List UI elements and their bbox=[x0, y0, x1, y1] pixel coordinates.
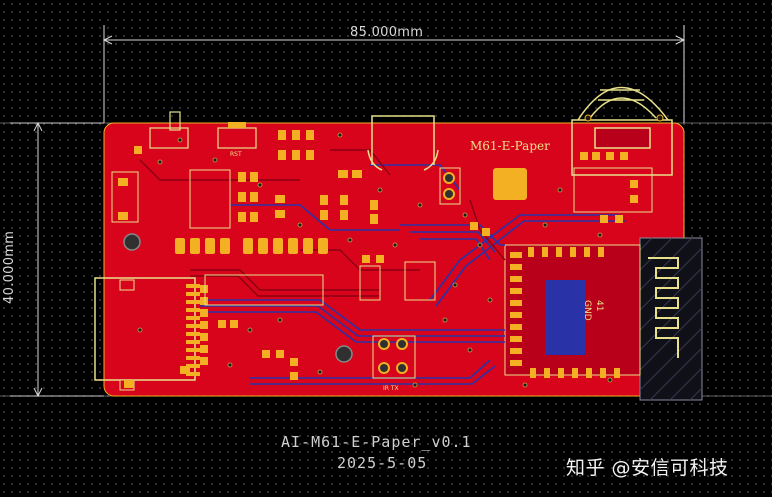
height-dimension-label: 40.000mm bbox=[2, 230, 17, 304]
usb-connector[interactable] bbox=[367, 115, 439, 171]
module-silk-text-line: 41 bbox=[594, 300, 604, 311]
component-outlines bbox=[111, 167, 653, 379]
smd-pads bbox=[118, 130, 638, 388]
bottom-layer-traces bbox=[200, 164, 626, 385]
rst-silk-label: RST bbox=[230, 151, 242, 158]
irtx-silk-label: IR TX bbox=[383, 385, 399, 392]
reset-button[interactable] bbox=[217, 122, 257, 149]
zhihu-watermark: 知乎 @安信可科技 bbox=[566, 457, 729, 479]
width-dimension-label: 85.000mm bbox=[350, 25, 424, 40]
boot-button[interactable] bbox=[149, 111, 189, 149]
board-silkscreen-name: M61-E-Paper bbox=[470, 139, 550, 153]
center-gnd-pad bbox=[493, 168, 527, 200]
fpc-connector[interactable] bbox=[94, 277, 208, 391]
ai-m61-module[interactable] bbox=[504, 244, 641, 378]
battery-holder[interactable] bbox=[571, 86, 673, 176]
title-block-date: 2025-5-05 bbox=[337, 454, 428, 472]
module-silk-text-line: GND bbox=[582, 300, 592, 321]
through-holes bbox=[123, 114, 664, 374]
title-block-name: AI-M61-E-Paper_v0.1 bbox=[281, 433, 472, 451]
vias bbox=[137, 132, 613, 388]
antenna-keepout bbox=[639, 237, 703, 401]
